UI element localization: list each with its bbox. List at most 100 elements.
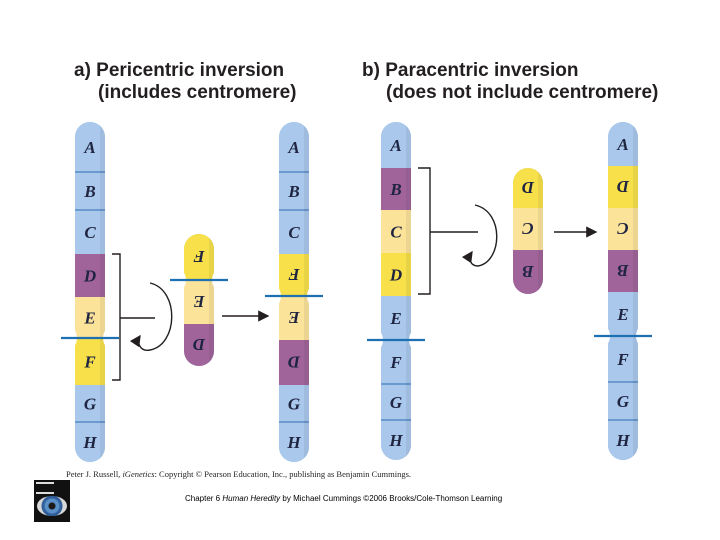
chromosome-a-before-segment	[75, 122, 105, 172]
credit-rest: : Copyright © Pearson Education, Inc., p…	[154, 469, 412, 479]
rotation-arrow-b	[461, 204, 498, 267]
chromosome-b-before-label: F	[389, 353, 402, 372]
panel-b-heading: b) Paracentric inversion (does not inclu…	[362, 60, 658, 104]
bracket-b	[418, 167, 431, 295]
chromosome-b-after-segment	[608, 382, 638, 420]
footer-book: Human Heredity	[222, 494, 281, 503]
chromosome-a-before-segment	[75, 254, 105, 297]
chromosome-a-inverted-segment	[184, 280, 214, 324]
chromosome-b-before-label: B	[389, 180, 401, 199]
chromosome-a-after-label: A	[287, 138, 299, 157]
chromosome-b-before-segment	[381, 168, 411, 210]
chromosome-b-before-segment	[381, 122, 411, 168]
chromosome-b-after-segment	[608, 208, 638, 250]
chromosome-b-before-label: G	[390, 393, 403, 412]
chromosome-b-after-segment	[608, 420, 638, 460]
chromosome-b-after-segment	[608, 166, 638, 208]
chromosome-a-after-label: C	[288, 223, 300, 242]
chromosome-a-after-segment	[279, 340, 309, 385]
chromosome-a-after-segment	[279, 254, 309, 296]
chromosome-b-inverted-segment	[513, 250, 543, 294]
chromosome-b-after-label: A	[616, 135, 628, 154]
chromosome-a-inverted: F E D	[170, 234, 228, 366]
chromosome-a-inverted-segment	[184, 324, 214, 366]
chromosome-a-before-label: H	[82, 433, 97, 452]
chromosome-a-before-segment	[75, 297, 105, 338]
chromosome-b-inverted-segment	[513, 208, 543, 250]
chromosome-b-after-label: D	[617, 177, 630, 196]
chromosome-b-before-label: E	[389, 309, 401, 328]
chromosome-b-after-label: C	[617, 219, 629, 238]
panel-a-subtitle: (includes centromere)	[98, 82, 297, 103]
book-cover-thumbnail	[34, 480, 70, 522]
chromosome-b-after-segment	[608, 122, 638, 166]
chromosome-b-before: A B C D E F GH	[367, 122, 425, 460]
eye-image	[37, 496, 67, 516]
chromosome-b-before-segment	[381, 384, 411, 420]
footer-prefix: Chapter 6	[185, 494, 223, 503]
chromosome-a-before-label: E	[83, 309, 95, 328]
chromosome-a-before-segment	[75, 210, 105, 254]
chromosome-a-after-label: E	[288, 308, 300, 327]
chromosome-b-inverted-label: C	[522, 219, 534, 238]
credit-book: iGenetics	[122, 469, 155, 479]
chromosome-a-before-segment	[75, 338, 105, 385]
chromosome-b-before-label: H	[388, 431, 403, 450]
chromosome-a-before: A B C D E F GH	[61, 122, 119, 462]
chromosome-a-after-segment	[279, 296, 309, 340]
chromosome-b-after-label: E	[616, 305, 628, 324]
chromosome-b-before-segment	[381, 340, 411, 384]
chromosome-a-after-label: G	[288, 395, 301, 414]
chromosome-a-inverted-segment	[184, 234, 214, 280]
chromosome-b-after-label: B	[617, 261, 629, 280]
chromosome-b-before-label: A	[389, 136, 401, 155]
chromosome-b-after-label: F	[616, 350, 629, 369]
bracket-a	[112, 253, 121, 381]
chromosome-a-inverted-label: D	[193, 335, 206, 354]
chromosome-b-before-segment	[381, 253, 411, 296]
chromosome-b-after-segment	[608, 336, 638, 382]
chromosome-a-inverted-label: F	[193, 247, 206, 266]
credit-author: Peter J. Russell,	[66, 469, 123, 479]
chromosome-a-before-segment	[75, 385, 105, 422]
chromosome-b-after-label: G	[617, 392, 630, 411]
chromosome-b-before-segment	[381, 420, 411, 460]
chromosome-b-after-label: H	[615, 431, 630, 450]
chromosome-a-after-label: F	[288, 265, 301, 284]
chromosome-b-before-label: D	[389, 266, 402, 285]
cover-title-mark	[36, 482, 54, 494]
chromosome-a-before-segment	[75, 172, 105, 210]
chromosome-a-before-label: F	[83, 353, 96, 372]
chromosome-a-before-segment	[75, 422, 105, 462]
chromosome-b-inverted-label: D	[522, 178, 535, 197]
chromosome-a-after-label: H	[286, 433, 301, 452]
chromosome-a-after-segment	[279, 172, 309, 210]
rotation-arrow-a	[129, 282, 173, 351]
panel-b-title: b) Paracentric inversion	[362, 60, 579, 81]
chromosome-b-after-segment	[608, 292, 638, 336]
chromosome-a-before-label: B	[83, 182, 95, 201]
chromosome-b-inverted-segment	[513, 168, 543, 208]
chromosome-a-before-label: C	[84, 223, 96, 242]
chromosome-a-inverted-label: E	[193, 292, 205, 311]
chromosome-a-after-segment	[279, 422, 309, 462]
chromosome-b-inverted: DCB	[513, 168, 543, 294]
chromosome-b-before-label: C	[390, 223, 402, 242]
chromosome-b-before-segment	[381, 210, 411, 253]
chromosome-a-after-segment	[279, 210, 309, 254]
footer-caption: Chapter 6 Human Heredity by Michael Cumm…	[185, 494, 502, 503]
chromosome-a-before-label: G	[84, 395, 97, 414]
panel-a-title: a) Pericentric inversion	[74, 60, 285, 81]
copyright-credit: Peter J. Russell, iGenetics: Copyright ©…	[66, 469, 411, 479]
chromosome-b-after: A D C B E F G H	[594, 122, 652, 460]
chromosome-a-after-label: B	[287, 182, 299, 201]
footer-suffix: by Michael Cummings ©2006 Brooks/Cole-Th…	[280, 494, 503, 503]
chromosome-b-before-segment	[381, 296, 411, 340]
panel-b-subtitle: (does not include centromere)	[386, 82, 659, 103]
chromosome-a-after-segment	[279, 122, 309, 172]
chromosome-a-after-segment	[279, 385, 309, 422]
chromosome-a-before-label: A	[83, 138, 95, 157]
chromosome-a-before-label: D	[83, 267, 96, 286]
